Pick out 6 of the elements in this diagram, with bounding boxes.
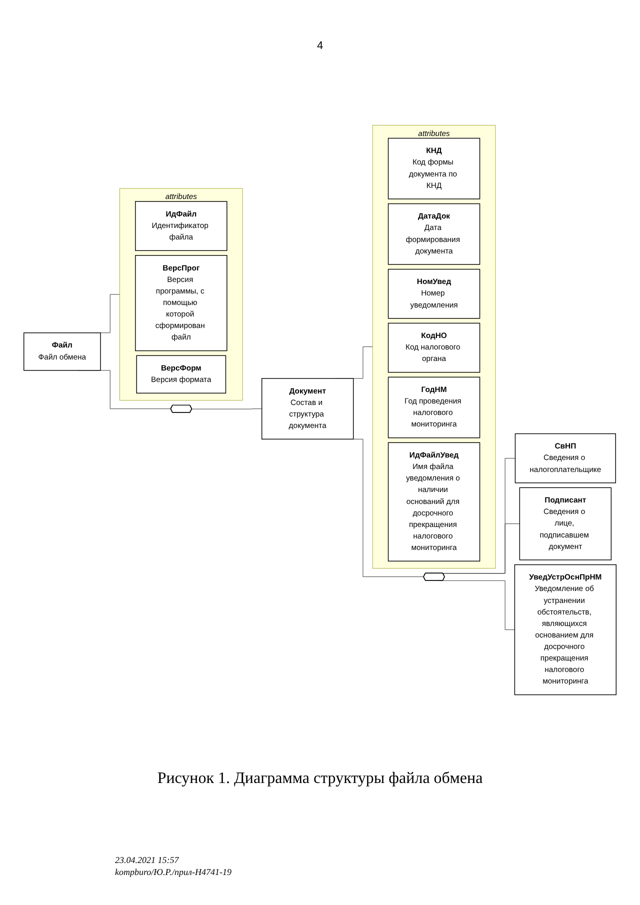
page-number: 4 [316, 40, 324, 52]
footer-path: kompburo/Ю.Р./прил-Н4741-19 [115, 867, 232, 877]
caption: Рисунок 1. Диаграмма структуры файла обмена [156, 770, 484, 788]
footer-date: 23.04.2021 15:57 [115, 855, 179, 865]
connector [192, 408, 262, 410]
connector [438, 580, 515, 630]
